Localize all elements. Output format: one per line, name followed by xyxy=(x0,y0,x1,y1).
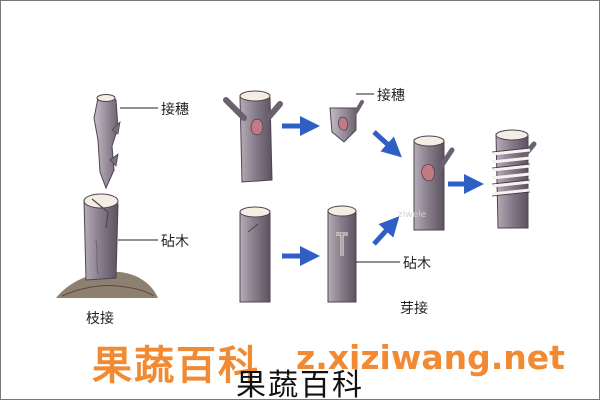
label-rootstock-branch: 砧木 xyxy=(161,234,189,250)
watermark-brand: 果蔬百科 xyxy=(92,343,260,389)
bud-shield-scion xyxy=(329,100,364,143)
process-arrows xyxy=(282,116,484,266)
arrow-4 xyxy=(372,216,400,246)
caption: 果蔬百科 xyxy=(236,368,364,403)
grafted-stock xyxy=(413,135,455,231)
faint-watermark: ziwele xyxy=(398,210,427,220)
t-cut-rootstock xyxy=(327,205,357,303)
label-scion-bud: 接穗 xyxy=(377,88,405,104)
label-bud-grafting: 芽接 xyxy=(400,301,428,317)
binding-tape xyxy=(491,148,531,196)
branch-graft-scion xyxy=(93,94,121,190)
wrapped-graft xyxy=(491,129,537,229)
label-rootstock-bud: 砧木 xyxy=(403,256,431,272)
label-branch-grafting: 枝接 xyxy=(86,311,114,327)
plain-rootstock xyxy=(239,206,271,303)
soil-mound xyxy=(56,271,158,298)
bud-source-branch xyxy=(223,90,283,183)
watermark-url: z.xiziwang.net xyxy=(296,338,565,377)
arrow-2 xyxy=(372,130,402,158)
branch-graft-rootstock xyxy=(83,193,119,281)
label-scion-branch: 接穗 xyxy=(161,102,189,118)
